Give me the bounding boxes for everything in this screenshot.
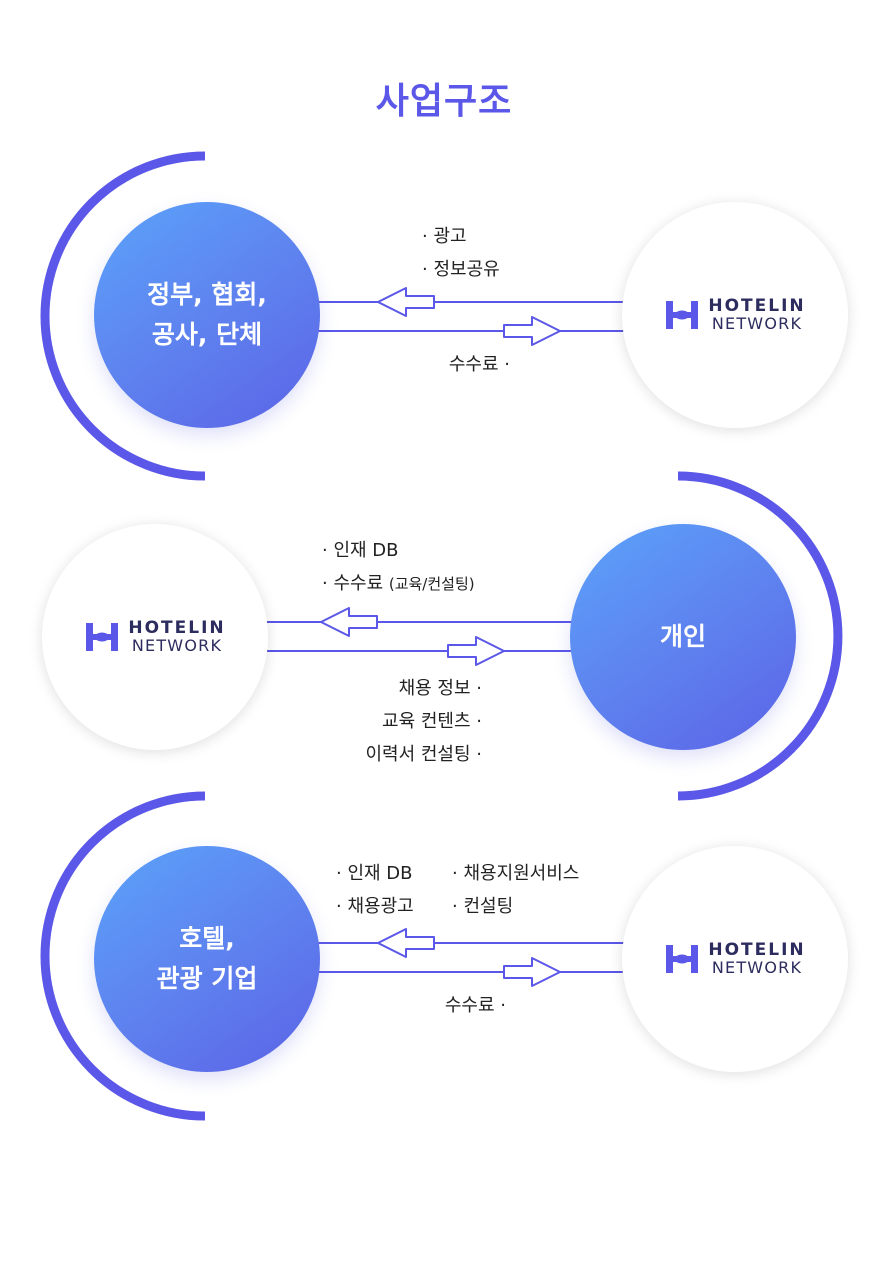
individual-label: 개인 (659, 622, 706, 651)
label-hiring-support: · 채용지원서비스 (452, 863, 580, 884)
hotel-label-line2: 관광 기업 (156, 964, 258, 993)
government-circle: 정부, 협회, 공사, 단체 (94, 202, 320, 428)
row1-connectors (318, 287, 624, 346)
logo-hotelin-text: HOTELIN (128, 618, 226, 638)
arrow-right-icon (503, 957, 561, 987)
hotelin-logo: HOTELIN NETWORK (664, 297, 805, 333)
label-ad: · 광고 (422, 226, 467, 247)
row3-connectors (318, 928, 624, 987)
row1-outgoing-labels: 수수료 · (380, 348, 510, 381)
hotelin-logo-icon (86, 623, 119, 651)
arrow-left-icon (320, 607, 378, 637)
logo-network-text: NETWORK (711, 958, 803, 977)
logo-hotelin-text: HOTELIN (708, 940, 806, 960)
label-info-sharing: · 정보공유 (422, 259, 500, 280)
label-talent-db: · 인재 DB (322, 540, 399, 561)
government-label-line2: 공사, 단체 (151, 320, 263, 349)
arrow-left-icon (377, 928, 435, 958)
row3-outgoing-labels: 수수료 · (376, 989, 506, 1022)
label-talent-db: · 인재 DB (336, 863, 413, 884)
hotelin-circle-2: HOTELIN NETWORK (42, 524, 268, 750)
row2-connectors (266, 607, 574, 666)
path-arc-left-1 (40, 151, 206, 481)
label-fee: 수수료 · (448, 354, 510, 375)
hotelin-logo: HOTELIN NETWORK (664, 941, 805, 977)
label-fee-detail: (교육/컨설팅) (388, 575, 475, 593)
label-consulting: · 컨설팅 (452, 896, 514, 917)
hotelin-logo-icon (666, 945, 699, 973)
row3-incoming-col1: · 인재 DB · 채용광고 (336, 857, 414, 923)
hotelin-logo: HOTELIN NETWORK (84, 619, 225, 655)
label-job-info: 채용 정보 · (398, 678, 482, 699)
logo-hotelin-text: HOTELIN (708, 296, 806, 316)
hotelin-circle-3: HOTELIN NETWORK (622, 846, 848, 1072)
row2-outgoing-labels: 채용 정보 · 교육 컨텐츠 · 이력서 컨설팅 · (310, 672, 482, 771)
hotelin-circle-1: HOTELIN NETWORK (622, 202, 848, 428)
row3-incoming-col2: · 채용지원서비스 · 컨설팅 (452, 857, 579, 923)
path-arc-right (677, 471, 843, 801)
hotel-circle: 호텔, 관광 기업 (94, 846, 320, 1072)
hotel-label-line1: 호텔, (179, 924, 235, 953)
row1-incoming-labels: · 광고 · 정보공유 (422, 220, 500, 286)
hotelin-logo-icon (666, 301, 699, 329)
label-edu-content: 교육 컨텐츠 · (382, 711, 482, 732)
logo-network-text: NETWORK (131, 636, 223, 655)
label-fee: 수수료 · (444, 995, 506, 1016)
arrow-left-icon (377, 287, 435, 317)
government-label-line1: 정부, 협회, (147, 280, 267, 309)
logo-network-text: NETWORK (711, 314, 803, 333)
path-arc-left-2 (40, 791, 206, 1121)
row2-incoming-labels: · 인재 DB · 수수료 (교육/컨설팅) (322, 534, 475, 601)
label-resume-consulting: 이력서 컨설팅 · (365, 744, 482, 765)
arrow-right-icon (447, 636, 505, 666)
label-job-ad: · 채용광고 (336, 896, 414, 917)
arrow-right-icon (503, 316, 561, 346)
individual-circle: 개인 (570, 524, 796, 750)
label-fee: · 수수료 (322, 573, 384, 594)
page-title: 사업구조 (375, 81, 513, 122)
